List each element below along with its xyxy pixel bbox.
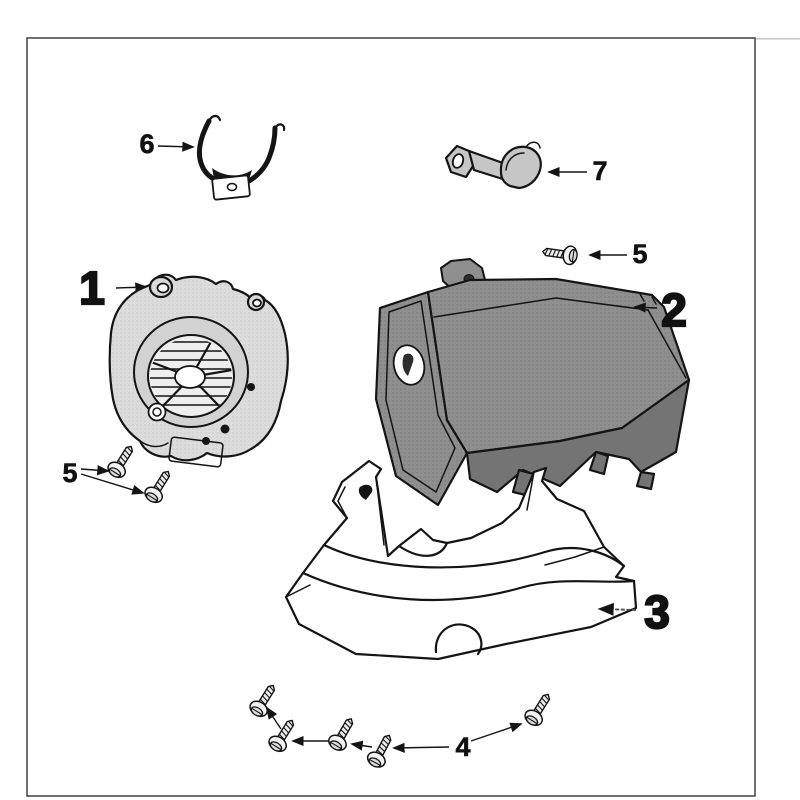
screw-4-e [521,688,557,730]
screw-4-a [246,679,282,721]
part-2-cooling-cover [374,258,691,507]
screw-5-left-a [104,440,140,482]
callout-labels: 1 2 3 4 5 5 6 7 [62,129,688,763]
screw-4-c [325,713,360,755]
page-frame [26,37,800,797]
border-frame [26,37,756,797]
arrow-to-screw-4-d [392,742,450,753]
arrow-to-screw-4-a [265,706,282,730]
screw-4-d [364,730,399,771]
arrow-to-screw-4-e [470,722,523,742]
part-1-fan-cover [108,273,289,468]
bracket-plate [211,174,251,201]
callout-5-top-label: 5 [632,239,647,269]
arrow-to-screw-5-left-a [80,465,110,476]
callout-4-label: 4 [455,732,470,762]
arrow-to-screw-5-left-b [80,473,145,495]
callout-5-left-label: 5 [62,458,77,488]
callout-3-label: 3 [644,586,670,638]
callout-2-label: 2 [661,284,687,336]
arrow-to-part-6 [157,141,195,152]
callout-7-label: 7 [592,156,607,186]
cover-underside [465,378,691,494]
part-3-lower-cover [284,459,638,661]
arrow-to-part-2 [633,302,658,313]
fan-hub [174,365,206,389]
screw-5-top [540,241,580,267]
arrow-to-part-1 [115,282,148,293]
arrow-to-part-3 [597,602,637,616]
screw-4-b [265,714,301,756]
arrow-to-screw-4-c [350,740,373,751]
callout-arrows [80,141,658,753]
callout-1-label: 1 [79,262,105,314]
part-6-wire-bracket [196,114,286,201]
screw-5-left-b [141,465,177,507]
callout-6-label: 6 [139,129,154,159]
part-7-cable-clamp [444,141,542,190]
